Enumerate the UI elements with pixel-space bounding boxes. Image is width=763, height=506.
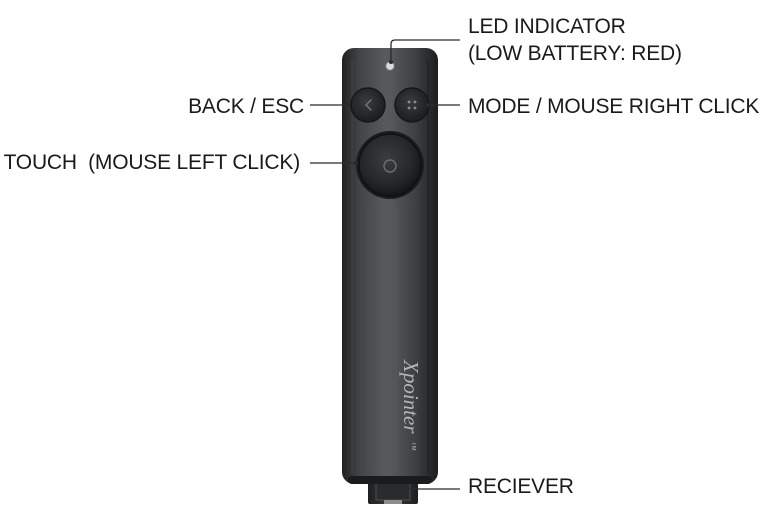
leader-lines [310, 39, 460, 490]
leader-led [390, 39, 460, 62]
label-receiver: RECIEVER [468, 475, 574, 498]
brand-logo: Xpointer TM [399, 359, 423, 451]
label-led-low-battery: (LOW BATTERY: RED) [468, 42, 682, 65]
back-button [350, 87, 386, 123]
leader-endpoints [346, 60, 430, 492]
ring-icon [383, 159, 397, 173]
mode-button [394, 87, 430, 123]
label-led-indicator: LED INDICATOR [468, 15, 626, 38]
dots-icon [407, 100, 417, 110]
touch-button [356, 131, 424, 199]
label-mode-right-click: MODE / MOUSE RIGHT CLICK [468, 95, 760, 118]
chevron-left-icon [365, 99, 372, 111]
label-touch-left-click: TOUCH (MOUSE LEFT CLICK) [3, 151, 301, 174]
brand-tm: TM [410, 442, 416, 451]
brand-logo-text: Xpointer [399, 359, 423, 434]
label-back-esc: BACK / ESC [188, 95, 304, 118]
